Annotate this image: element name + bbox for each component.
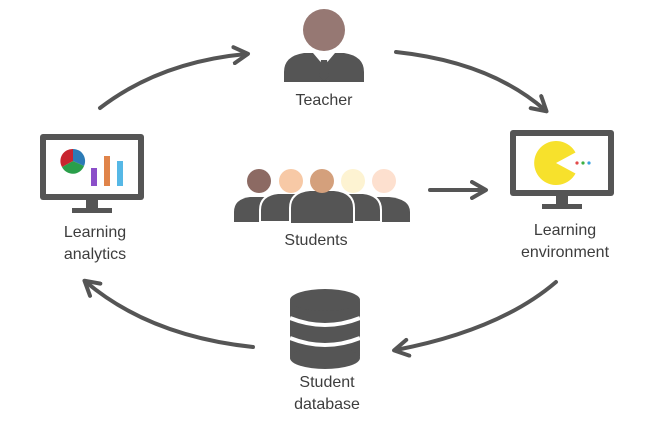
- teacher-icon: [284, 9, 364, 82]
- arrow-environment-to-database: [392, 280, 558, 358]
- student-database-line2: database: [294, 396, 360, 413]
- learning-analytics-label: Learning analytics: [30, 222, 160, 266]
- student-database-line1: Student: [299, 374, 355, 391]
- learning-environment-label: Learning environment: [500, 220, 630, 264]
- learning-analytics-line1: Learning: [63, 224, 127, 241]
- arrow-database-to-analytics: [82, 278, 255, 349]
- learning-analytics-line2: analytics: [63, 246, 127, 263]
- environment-monitor-icon: [510, 130, 614, 209]
- database-icon: [289, 289, 361, 369]
- learning-environment-line1: Learning: [533, 222, 597, 239]
- student-database-label: Student database: [262, 372, 392, 416]
- arrow-analytics-to-teacher: [98, 45, 250, 110]
- analytics-monitor-icon: [40, 134, 144, 213]
- students-label: Students: [254, 230, 378, 252]
- bar-chart-icon: [91, 156, 123, 186]
- learning-environment-line2: environment: [520, 244, 610, 261]
- pie-chart-icon: [60, 148, 86, 174]
- pacman-icon: [534, 141, 576, 185]
- students-icon: [234, 169, 410, 225]
- arrow-teacher-to-environment: [394, 50, 549, 114]
- teacher-label: Teacher: [262, 90, 386, 112]
- students-label-text: Students: [284, 232, 348, 249]
- teacher-label-text: Teacher: [295, 92, 353, 109]
